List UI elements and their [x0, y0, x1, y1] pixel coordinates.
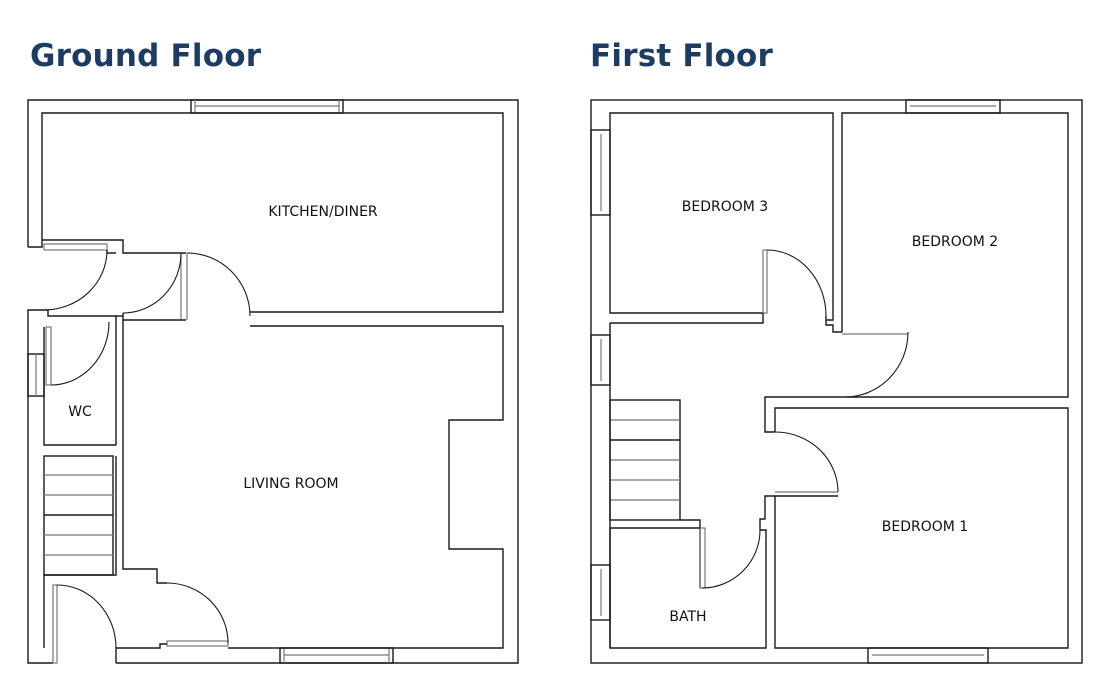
outer-wall [590, 99, 1083, 664]
room-label-bedroom-1: BEDROOM 1 [882, 519, 968, 535]
first-floor-title: First Floor [590, 38, 774, 74]
window [905, 99, 1001, 114]
bath-wall [609, 527, 767, 649]
lobby-door-swing [122, 252, 182, 314]
bedroom3-door-leaf [762, 249, 768, 314]
window [279, 647, 394, 664]
bath-door-swing [701, 529, 761, 589]
window [867, 647, 989, 664]
window [590, 129, 611, 216]
kitchen-wall [42, 239, 186, 254]
bedroom3-door-swing [766, 249, 827, 317]
living-door-swing [166, 582, 229, 644]
kitchen-wall [28, 112, 504, 313]
bedroom2-wall [841, 112, 1069, 398]
staircase [609, 399, 681, 521]
kitchen-door-swing [186, 252, 251, 317]
room-label-bedroom-3: BEDROOM 3 [682, 199, 768, 215]
front-door-swing [56, 584, 117, 649]
window [590, 334, 611, 386]
window [27, 353, 45, 397]
wc-wall [43, 327, 116, 446]
room-label-bath: BATH [669, 609, 706, 625]
room-label-living-room: LIVING ROOM [243, 476, 338, 492]
side-door-swing [43, 249, 108, 311]
room-label-bedroom-2: BEDROOM 2 [912, 234, 998, 250]
ground-floor-title: Ground Floor [30, 38, 262, 74]
bedroom3-wall [609, 112, 834, 321]
window [190, 99, 344, 114]
room-label-wc: WC [68, 404, 92, 420]
bedroom1-door-swing [774, 431, 839, 493]
bath-door-leaf [699, 527, 706, 589]
room-label-kitchen-diner: KITCHEN/DINER [268, 204, 378, 220]
wc-door-swing [50, 321, 110, 386]
front-door-leaf [52, 584, 58, 664]
living-door-leaf [166, 640, 229, 647]
first-floor-plan: BEDROOM 3 BEDROOM 2 BEDROOM 1 BATH [590, 99, 1083, 664]
window [590, 564, 611, 621]
wc-door-leaf [45, 326, 52, 386]
staircase [43, 455, 114, 576]
door-threshold [43, 243, 108, 251]
bedroom2-door-swing [844, 331, 909, 398]
ground-floor-plan: KITCHEN/DINER LIVING ROOM WC [27, 99, 519, 664]
outer-wall-left [27, 309, 53, 664]
outer-wall [27, 99, 519, 664]
